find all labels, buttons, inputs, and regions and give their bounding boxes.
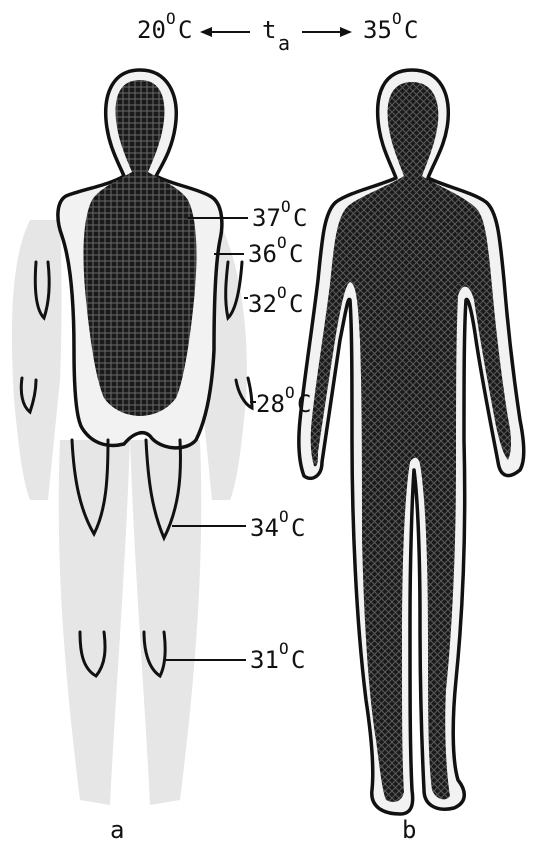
label-32-unit: C: [289, 290, 303, 318]
label-32-value: 32: [248, 290, 277, 318]
right-temp-unit: C: [404, 16, 418, 44]
figure-a-core-37: [84, 80, 197, 416]
figure-b-warm: [299, 70, 524, 814]
figure-a-cold: [12, 70, 252, 805]
label-37-unit: C: [293, 204, 307, 232]
label-31-value: 31: [250, 646, 279, 674]
arrow-left-icon: [200, 27, 250, 37]
label-36-unit: C: [289, 240, 303, 268]
left-temp-unit: C: [178, 16, 192, 44]
label-28-unit: C: [297, 390, 311, 418]
label-37-value: 37: [252, 204, 281, 232]
left-temp-value: 20: [137, 16, 166, 44]
label-28-degree: O: [285, 383, 295, 402]
left-degree-symbol: O: [166, 9, 176, 28]
label-37-degree: O: [281, 197, 291, 216]
label-34-value: 34: [250, 514, 279, 542]
label-34-unit: C: [291, 514, 305, 542]
header-legend: 20 O C t a 35 O C: [137, 9, 418, 55]
label-31-degree: O: [279, 639, 289, 658]
right-temp-value: 35: [363, 16, 392, 44]
variable-subscript-a: a: [278, 31, 290, 55]
variable-t: t: [262, 16, 276, 44]
label-34-degree: O: [279, 507, 289, 526]
label-31-unit: C: [291, 646, 305, 674]
right-degree-symbol: O: [392, 9, 402, 28]
label-36-value: 36: [248, 240, 277, 268]
label-28-value: 28: [256, 390, 285, 418]
label-32-degree: O: [277, 283, 287, 302]
arrow-right-icon: [302, 27, 352, 37]
panel-label-a: a: [110, 816, 124, 844]
panel-label-b: b: [402, 816, 416, 844]
label-36-degree: O: [277, 233, 287, 252]
